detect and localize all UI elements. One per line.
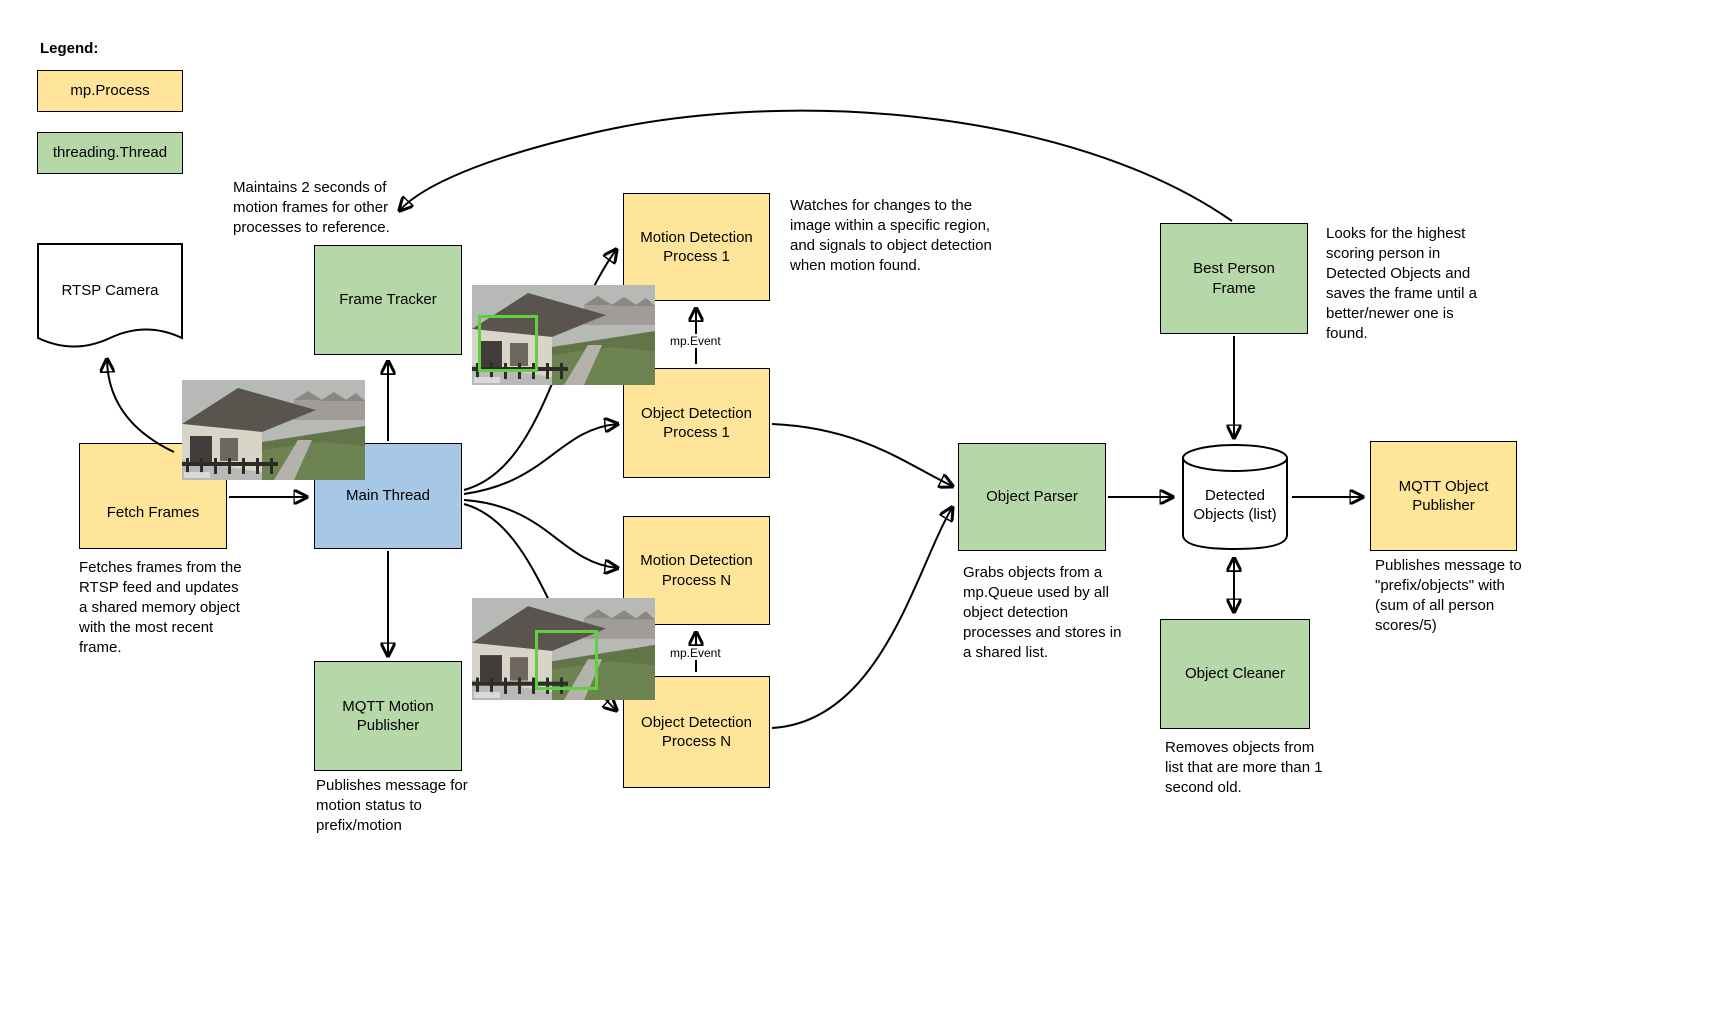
- edge-object-detection-n-to-object-parser: [771, 508, 952, 729]
- node-label: Main Thread: [346, 487, 430, 505]
- node-mqtt-motion-publisher: MQTT Motion Publisher: [314, 661, 462, 771]
- edge-label-mp-event-1: mp.Event: [668, 334, 723, 348]
- node-label: Best Person Frame: [1193, 260, 1275, 297]
- node-detected-objects: Detected Objects (list): [1180, 443, 1290, 551]
- node-frame-tracker: Frame Tracker: [314, 245, 462, 355]
- document-shape: [37, 243, 183, 348]
- node-object-detection-process-1: Object Detection Process 1: [623, 368, 770, 478]
- node-label: Detected Objects (list): [1193, 486, 1277, 524]
- edge-fetch-frames-to-rtsp-camera: [107, 360, 175, 453]
- camera-scene: [182, 380, 365, 480]
- annotation-mqtt-object: Publishes message to "prefix/objects" wi…: [1375, 557, 1522, 634]
- edge-label-mp-event-2: mp.Event: [668, 646, 723, 660]
- node-mqtt-object-publisher: MQTT Object Publisher: [1370, 441, 1517, 551]
- annotation-mqtt-motion: Publishes message for motion status to p…: [316, 777, 468, 834]
- camera-snapshot-motion-region-n: [472, 598, 655, 700]
- legend-item-threading-thread: threading.Thread: [37, 132, 183, 174]
- legend-item-label: mp.Process: [70, 82, 150, 100]
- edge-object-detection-1-to-object-parser: [771, 423, 952, 486]
- detection-bbox: [535, 630, 598, 690]
- node-label: Motion Detection Process 1: [640, 228, 753, 266]
- camera-snapshot-fetch-frames: [182, 380, 365, 480]
- annotation-fetch-frames: Fetches frames from the RTSP feed and up…: [79, 559, 242, 656]
- edge-main-thread-to-motion-detection-n: [463, 499, 617, 568]
- node-label: Object Cleaner: [1184, 665, 1286, 683]
- legend-item-label: threading.Thread: [52, 144, 168, 162]
- node-label: Frame Tracker: [339, 291, 437, 309]
- annotation-best-person: Looks for the highest scoring person in …: [1326, 225, 1477, 342]
- node-label: Object Detection Process 1: [641, 404, 752, 442]
- node-label: Object Parser: [986, 488, 1078, 506]
- annotation-object-cleaner: Removes objects from list that are more …: [1165, 739, 1323, 796]
- node-label: Motion Detection Process N: [640, 552, 753, 589]
- legend-title: Legend:: [40, 40, 99, 57]
- detection-bbox: [478, 315, 538, 372]
- annotation-motion-detection: Watches for changes to the image within …: [790, 197, 992, 274]
- node-label: RTSP Camera: [61, 282, 159, 300]
- annotation-object-parser: Grabs objects from a mp.Queue used by al…: [963, 564, 1122, 661]
- node-label: Object Detection Process N: [641, 713, 752, 751]
- node-label: MQTT Object Publisher: [1398, 477, 1489, 515]
- node-best-person-frame: Best Person Frame: [1160, 223, 1308, 334]
- camera-snapshot-motion-region-1: [472, 285, 655, 385]
- node-object-cleaner: Object Cleaner: [1160, 619, 1310, 729]
- annotation-frame-tracker: Maintains 2 seconds of motion frames for…: [233, 179, 390, 236]
- node-object-parser: Object Parser: [958, 443, 1106, 551]
- node-label: MQTT Motion Publisher: [342, 697, 434, 735]
- node-rtsp-camera: RTSP Camera: [37, 243, 183, 355]
- node-label: Fetch Frames: [106, 504, 200, 522]
- edge-main-thread-to-object-detection-1: [463, 424, 617, 495]
- cylinder-shape: [1182, 444, 1288, 551]
- legend-item-mp-process: mp.Process: [37, 70, 183, 112]
